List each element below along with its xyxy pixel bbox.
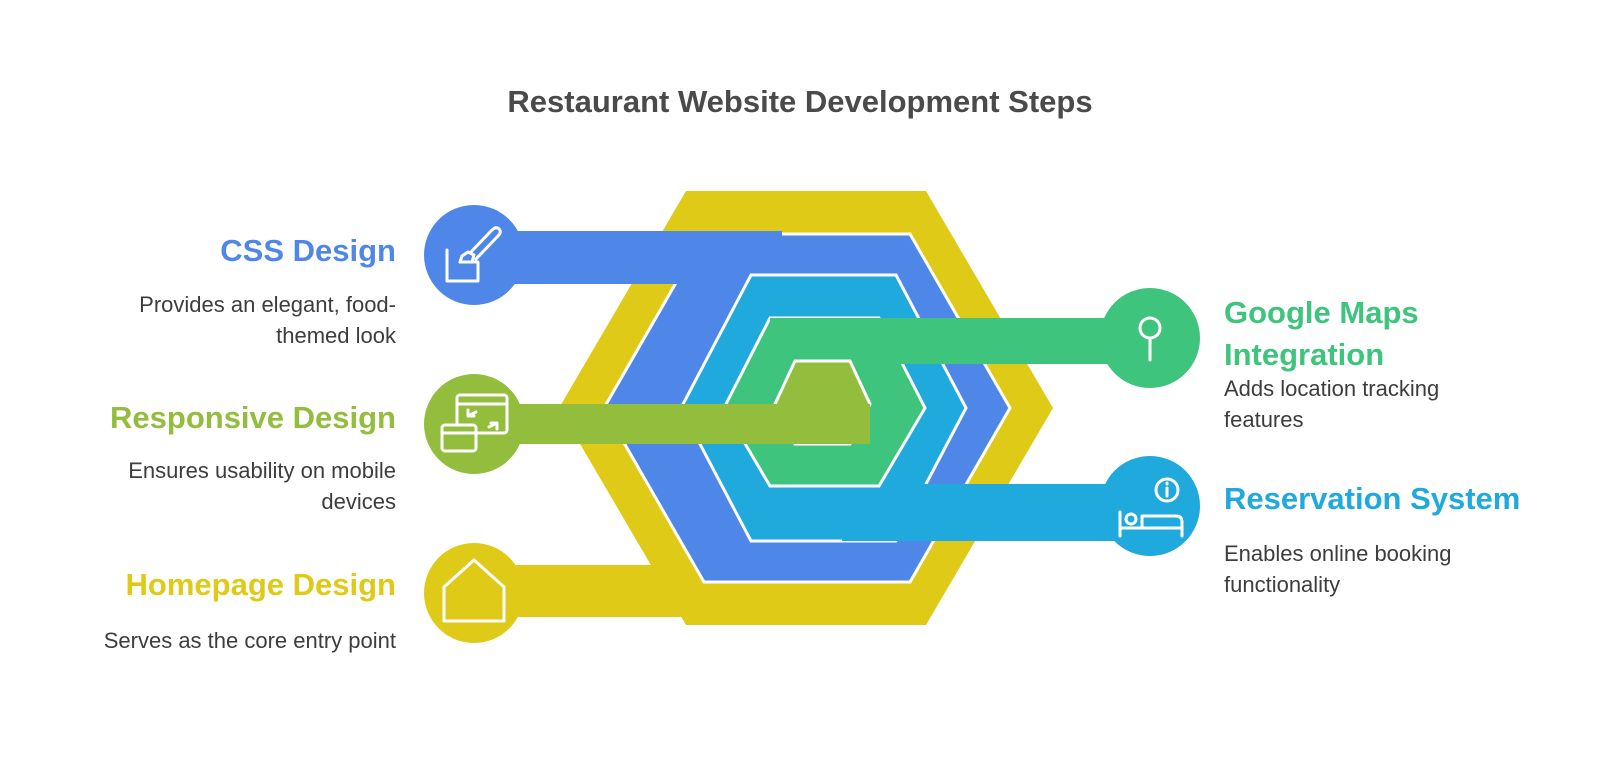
diagram-title: Restaurant Website Development Steps: [507, 84, 1093, 119]
map-pin-icon: [1138, 316, 1162, 362]
bed-info-icon: [1118, 477, 1184, 538]
responsive-design-desc: Ensures usability on mobile devices: [128, 458, 396, 514]
responsive-screens-icon: [440, 393, 509, 453]
house-icon: [442, 558, 506, 623]
google-maps-desc: Adds location tracking features: [1224, 376, 1440, 432]
css-design-title: CSS Design: [220, 233, 396, 268]
responsive-design-title: Responsive Design: [110, 400, 396, 435]
google-maps-title: Google Maps Integration: [1224, 295, 1419, 372]
reservation-circle: [1100, 456, 1200, 556]
reservation-title: Reservation System: [1224, 481, 1521, 516]
css-design-desc: Provides an elegant, food-themed look: [139, 292, 396, 348]
homepage-design-desc: Serves as the core entry point: [103, 628, 396, 653]
homepage-circle: [424, 543, 524, 643]
reservation-desc: Enables online booking functionality: [1224, 541, 1452, 597]
paintbrush-icon: [445, 226, 502, 283]
responsive-core: [472, 359, 872, 446]
homepage-design-title: Homepage Design: [125, 567, 396, 602]
